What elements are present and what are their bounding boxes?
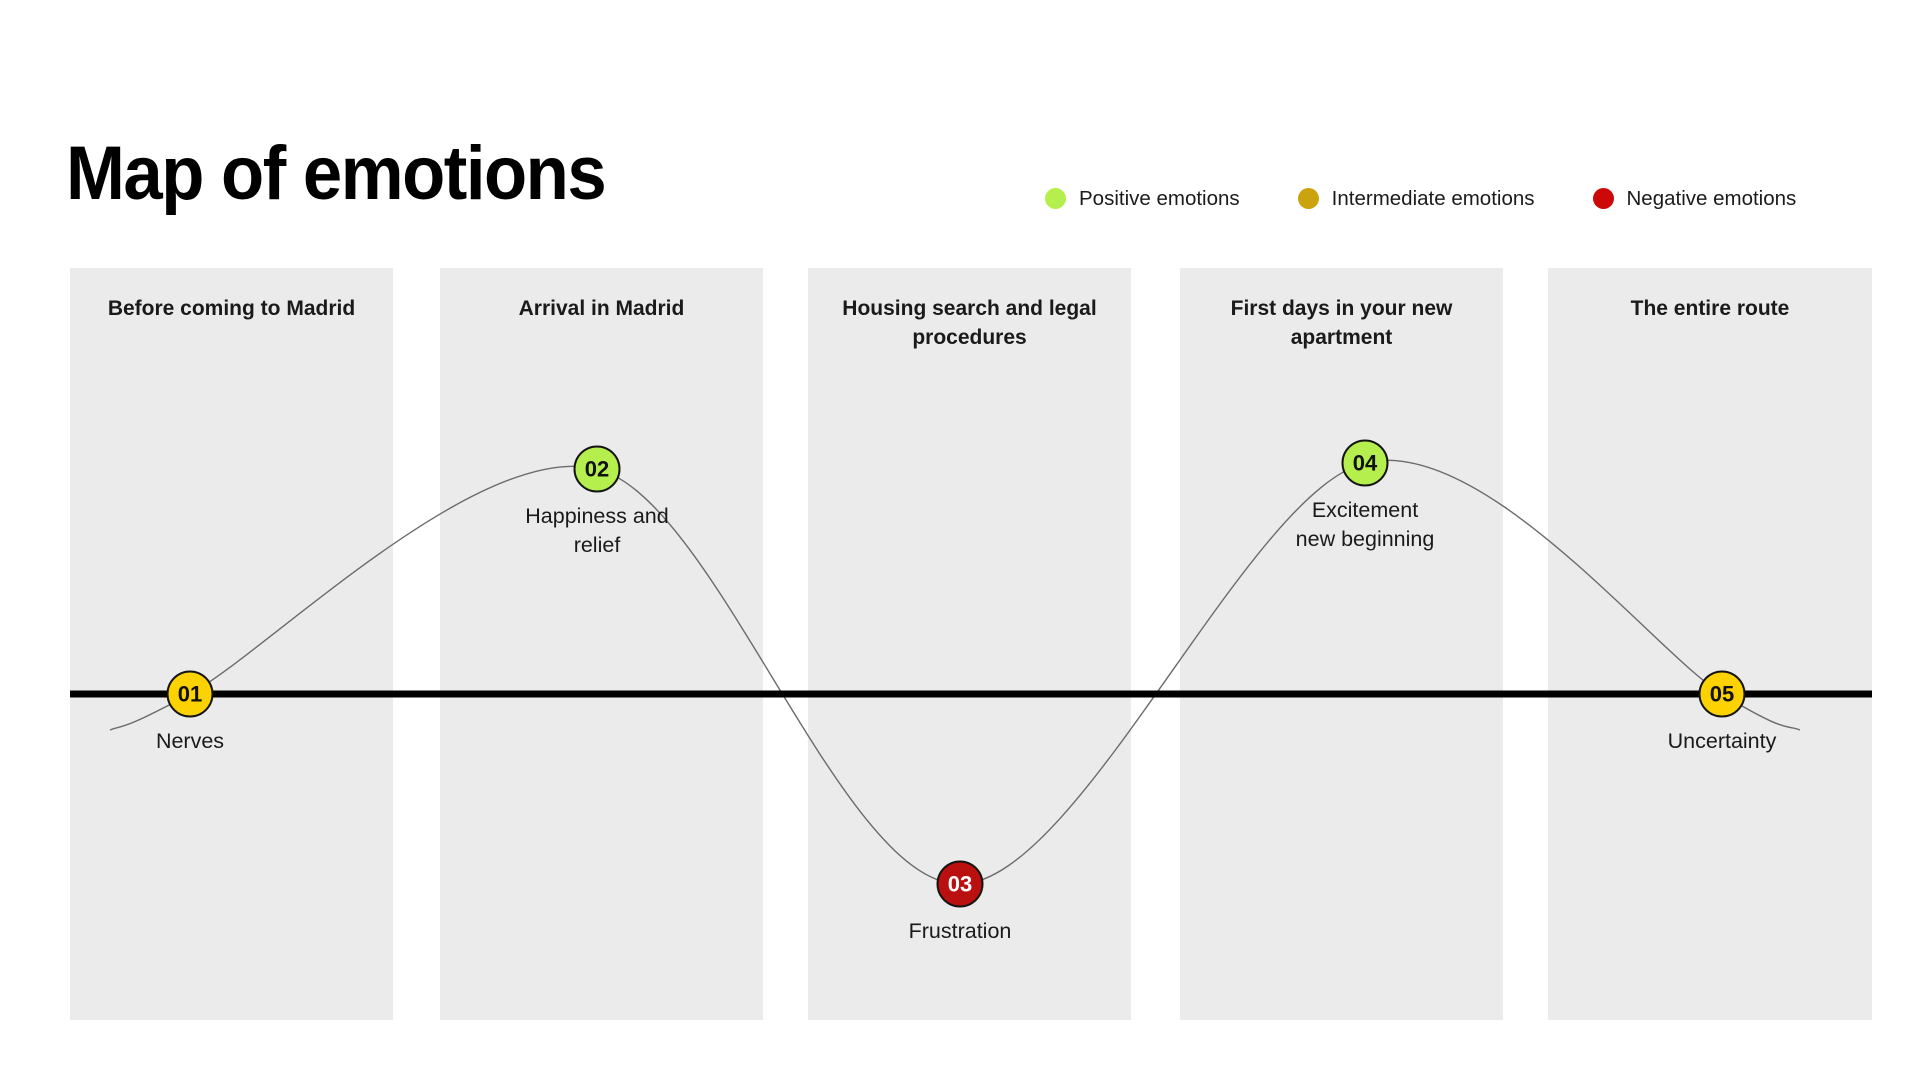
stage-column-2[interactable]: Arrival in Madrid bbox=[440, 268, 763, 1020]
circle-dot-icon bbox=[1045, 188, 1066, 209]
emotion-node-label-01: Nerves bbox=[155, 729, 225, 753]
emotion-node-label-05: Uncertainty bbox=[1667, 729, 1777, 753]
stage-column-4[interactable]: First days in your new apartment bbox=[1180, 268, 1503, 1020]
emotion-node-05[interactable]: 05 bbox=[1698, 670, 1746, 718]
emotion-node-04[interactable]: 04 bbox=[1341, 439, 1389, 487]
stage-column-3[interactable]: Housing search and legal procedures bbox=[808, 268, 1131, 1020]
legend-item-2[interactable]: Negative emotions bbox=[1592, 187, 1797, 210]
emotion-node-label-03: Frustration bbox=[908, 919, 1012, 943]
emotion-node-01[interactable]: 01 bbox=[166, 670, 214, 718]
circle-dot-icon bbox=[1297, 188, 1319, 209]
legend-item-label: Positive emotions bbox=[1079, 187, 1240, 210]
stage-column-header: Arrival in Madrid bbox=[518, 297, 685, 320]
stage-column-header: Before coming to Madrid bbox=[107, 297, 356, 320]
emotion-node-label-02: Happiness and relief bbox=[525, 504, 669, 557]
stage-column-header: Housing search and legal procedures bbox=[842, 297, 1097, 349]
circle-dot-icon bbox=[1592, 188, 1614, 209]
emotion-node-02[interactable]: 02 bbox=[573, 445, 621, 493]
legend-item-1[interactable]: Intermediate emotions bbox=[1297, 187, 1535, 210]
emotion-node-03[interactable]: 03 bbox=[936, 860, 984, 908]
legend-item-label: Intermediate emotions bbox=[1331, 187, 1535, 210]
legend-item-label: Negative emotions bbox=[1626, 187, 1797, 210]
legend: Positive emotions Intermediate emotions Ne… bbox=[1045, 188, 1796, 209]
emotion-node-label-04: Excitement new beginning bbox=[1295, 498, 1435, 551]
page-title: Map of emotions bbox=[66, 131, 607, 216]
stage-column-header: The entire route bbox=[1630, 297, 1790, 320]
legend-item-0[interactable]: Positive emotions bbox=[1045, 188, 1240, 209]
stage-column-1[interactable]: Before coming to Madrid bbox=[70, 268, 393, 1020]
stage-column-5[interactable]: The entire route bbox=[1548, 268, 1872, 1020]
stage-column-header: First days in your new apartment bbox=[1230, 297, 1453, 349]
